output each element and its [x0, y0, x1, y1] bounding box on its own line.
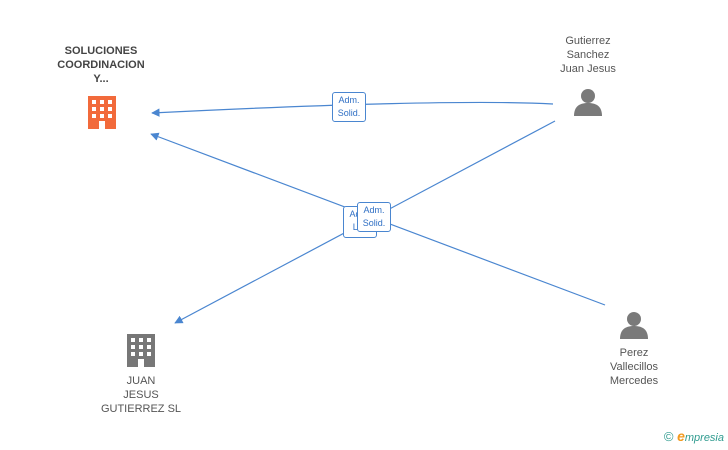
- label-line: COORDINACION: [57, 59, 145, 71]
- edge-label-top[interactable]: Adm. Solid.: [332, 92, 366, 122]
- person-icon: [574, 89, 602, 116]
- company-soluciones-label[interactable]: SOLUCIONES COORDINACION Y...: [40, 44, 162, 86]
- person-gutierrez-label[interactable]: Gutierrez Sanchez Juan Jesus: [540, 34, 636, 76]
- label-line: Juan Jesus: [560, 63, 616, 75]
- person-icon: [620, 312, 648, 339]
- label-line: Mercedes: [609, 375, 659, 387]
- label-line: Vallecillos: [609, 361, 659, 373]
- edge-label-line: Adm.: [363, 205, 385, 215]
- label-line: Y...: [93, 73, 109, 85]
- edge-gutierrez-to-soluciones: [151, 101, 554, 117]
- edge-label-line: Adm.: [338, 95, 360, 105]
- empresia-brand[interactable]: © empresia: [664, 428, 724, 444]
- label-line: Sanchez: [566, 49, 610, 61]
- label-line: SOLUCIONES: [64, 45, 138, 57]
- brand-name: mpresia: [684, 432, 724, 444]
- label-line: Perez: [619, 347, 649, 359]
- brand-initial: e: [677, 428, 685, 444]
- edge-label-line: Solid.: [337, 108, 361, 118]
- building-icon: [88, 96, 116, 129]
- building-icon: [127, 334, 155, 367]
- label-line: Gutierrez: [565, 35, 611, 47]
- edge-label-center-front[interactable]: Adm. Solid.: [357, 202, 391, 232]
- label-line: GUTIERREZ SL: [100, 403, 182, 415]
- label-line: JUAN: [126, 375, 156, 387]
- company-juan-jesus-label[interactable]: JUAN JESUS GUTIERREZ SL: [86, 374, 196, 416]
- copyright-icon: ©: [663, 429, 674, 444]
- label-line: JESUS: [123, 389, 159, 401]
- edge-label-line: Solid.: [362, 218, 386, 228]
- person-perez-label[interactable]: Perez Vallecillos Mercedes: [586, 346, 682, 388]
